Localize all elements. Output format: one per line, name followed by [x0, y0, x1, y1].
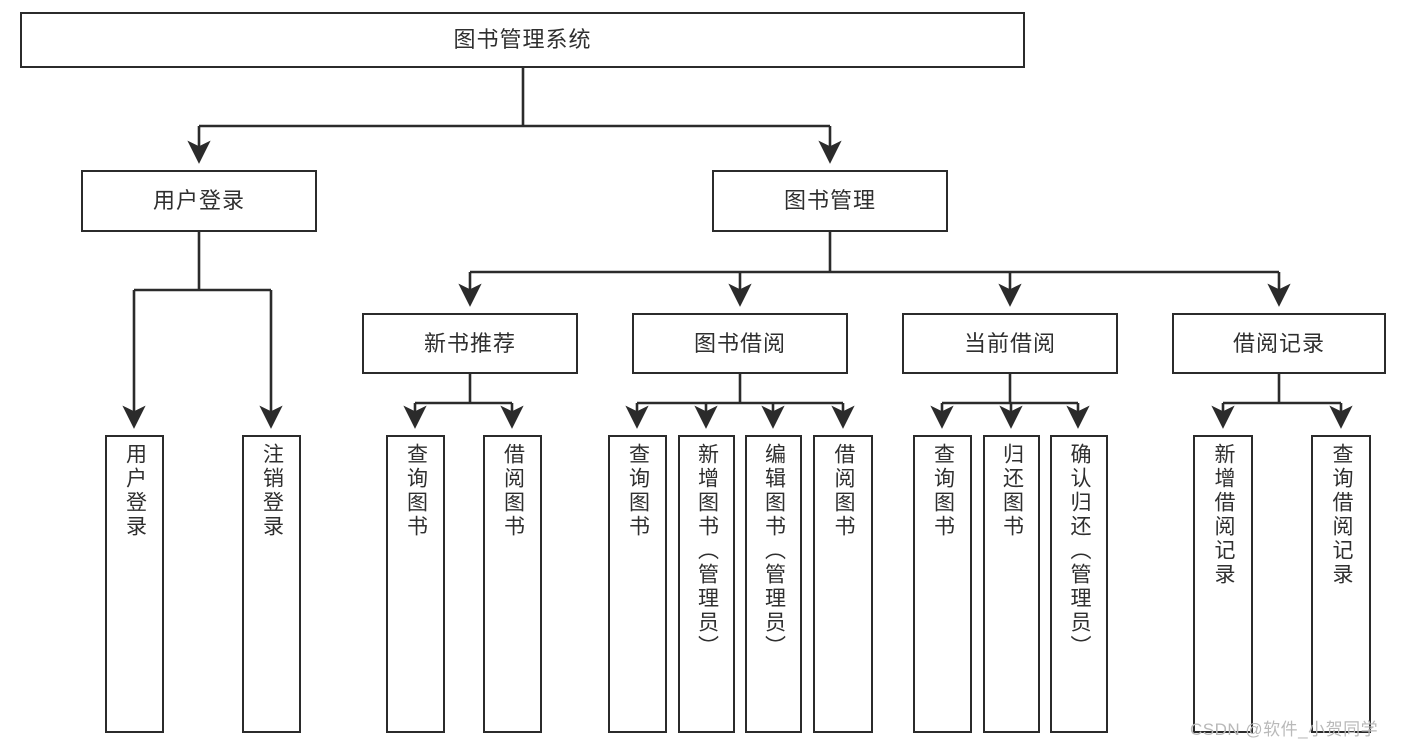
node-label: 借阅图书 [501, 443, 525, 539]
node-label: 归还图书 [1000, 443, 1024, 539]
leaf-new-book-borrow[interactable]: 借阅图书 [483, 435, 542, 733]
node-label: 编辑图书（管理员） [762, 443, 786, 659]
node-label: 确认归还（管理员） [1068, 443, 1092, 659]
node-label: 查询图书 [404, 443, 428, 539]
leaf-book-borrow-query[interactable]: 查询图书 [608, 435, 667, 733]
node-label: 查询借阅记录 [1330, 443, 1354, 587]
node-label: 借阅图书 [832, 443, 856, 539]
node-label: 用户登录 [152, 188, 245, 214]
leaf-book-borrow-edit[interactable]: 编辑图书（管理员） [745, 435, 802, 733]
node-label: 新增借阅记录 [1212, 443, 1236, 587]
leaf-borrow-record-query[interactable]: 查询借阅记录 [1311, 435, 1371, 733]
leaf-current-borrow-confirm[interactable]: 确认归还（管理员） [1050, 435, 1108, 733]
leaf-current-borrow-return[interactable]: 归还图书 [983, 435, 1040, 733]
csdn-watermark: CSDN @软件_小贺同学 [1190, 720, 1379, 739]
node-label: 新增图书（管理员） [695, 443, 719, 659]
leaf-book-borrow-add[interactable]: 新增图书（管理员） [678, 435, 735, 733]
node-current-borrow[interactable]: 当前借阅 [902, 313, 1118, 374]
leaf-current-borrow-query[interactable]: 查询图书 [913, 435, 972, 733]
node-root-system[interactable]: 图书管理系统 [20, 12, 1025, 68]
leaf-user-login-logout[interactable]: 注销登录 [242, 435, 301, 733]
leaf-book-borrow-lend[interactable]: 借阅图书 [813, 435, 873, 733]
node-label: 当前借阅 [963, 330, 1056, 356]
node-label: 用户登录 [123, 443, 147, 539]
node-label: 查询图书 [626, 443, 650, 539]
node-label: 图书管理 [783, 188, 876, 214]
leaf-new-book-query[interactable]: 查询图书 [386, 435, 445, 733]
node-label: 注销登录 [260, 443, 284, 539]
node-borrow-record[interactable]: 借阅记录 [1172, 313, 1386, 374]
node-label: 图书借阅 [693, 330, 786, 356]
node-label: 借阅记录 [1232, 330, 1325, 356]
node-label: 查询图书 [931, 443, 955, 539]
node-user-login[interactable]: 用户登录 [81, 170, 317, 232]
leaf-borrow-record-add[interactable]: 新增借阅记录 [1193, 435, 1253, 733]
node-label: 图书管理系统 [453, 27, 592, 53]
node-book-borrow[interactable]: 图书借阅 [632, 313, 848, 374]
node-label: 新书推荐 [423, 330, 516, 356]
node-new-book-recommend[interactable]: 新书推荐 [362, 313, 578, 374]
leaf-user-login-login[interactable]: 用户登录 [105, 435, 164, 733]
node-book-management[interactable]: 图书管理 [712, 170, 948, 232]
